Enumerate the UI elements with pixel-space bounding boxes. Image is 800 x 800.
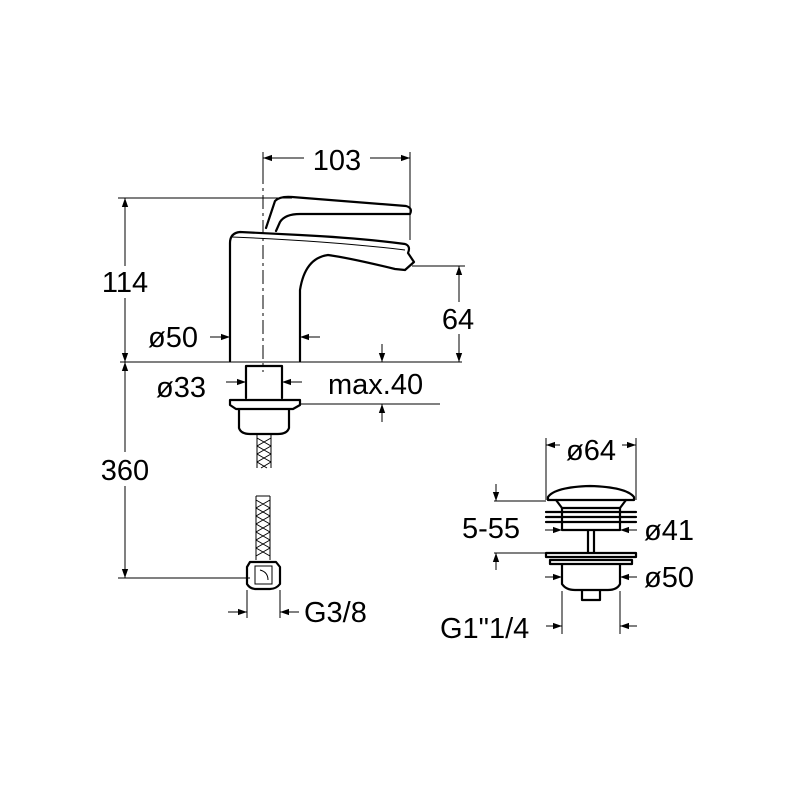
hose-upper	[256, 435, 272, 469]
hose-connector-nut	[245, 560, 282, 591]
hose-connector-detail	[254, 565, 273, 585]
waste-dimensions: ø64 5-55 ø41 ø50 G1"1/4	[440, 432, 694, 645]
waste-cap-underside	[554, 498, 628, 510]
dim-label-103: 103	[313, 145, 361, 177]
faucet-washer	[228, 398, 302, 411]
dim-label-waste-50: ø50	[644, 562, 694, 594]
dim-label-waste-thread: G1"1/4	[440, 613, 529, 645]
dim-label-g38: G3/8	[304, 597, 367, 629]
dim-label-waste-range: 5-55	[462, 513, 520, 545]
dim-label-waste-64: ø64	[566, 435, 616, 467]
waste-body	[560, 563, 622, 592]
faucet-spout-top-edge	[231, 236, 406, 251]
hose-lower	[255, 495, 271, 560]
waste-flange	[544, 506, 638, 532]
waste-cap	[546, 484, 636, 502]
dim-label-waste-41: ø41	[644, 515, 694, 547]
dim-label-body-dia: ø50	[148, 322, 198, 354]
dim-label-shank-dia: ø33	[156, 372, 206, 404]
dim-label-max-40: max.40	[328, 369, 423, 401]
faucet-lever	[264, 195, 412, 233]
faucet-shank	[244, 364, 284, 400]
waste-stem	[586, 529, 596, 554]
waste-drawing	[544, 484, 638, 602]
dim-label-114: 114	[102, 267, 148, 299]
dim-label-64: 64	[442, 304, 474, 336]
faucet-dimensions: 103 114 64 ø50 ø33 max.40 360	[90, 142, 482, 629]
faucet-body	[228, 230, 416, 363]
waste-tail	[580, 589, 602, 602]
dim-label-360: 360	[101, 455, 149, 487]
faucet-nut	[237, 408, 291, 436]
waste-lower-washer	[544, 551, 638, 566]
